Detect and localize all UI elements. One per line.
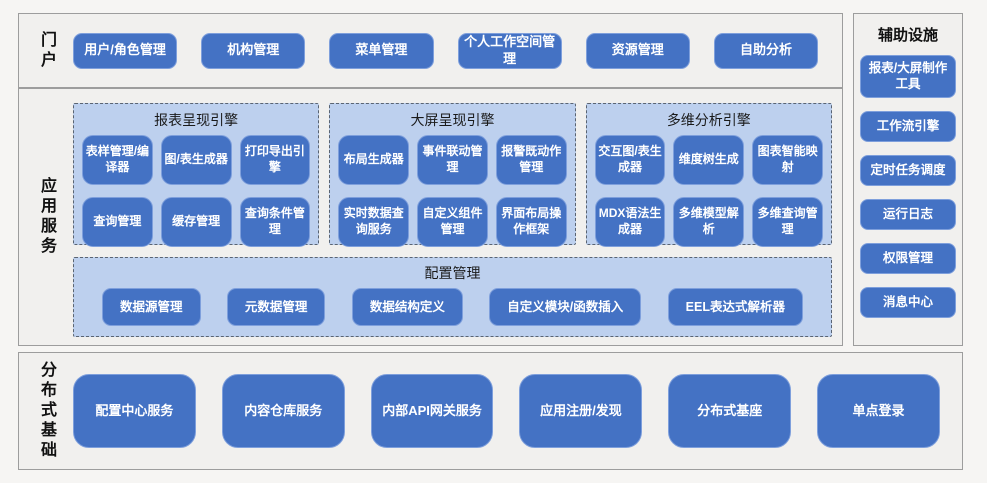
engine-group-dashboard: 大屏呈现引擎 布局生成器事件联动管理报警既动作管理实时数据查询服务自定义组件管理… bbox=[329, 103, 576, 247]
app-services-label: 应用服务 bbox=[38, 177, 55, 257]
portal-label: 门户 bbox=[38, 30, 55, 71]
config-group-title: 配置管理 bbox=[424, 265, 481, 281]
aux-node: 工作流引擎 bbox=[860, 110, 956, 142]
engine-node: 缓存管理 bbox=[160, 197, 232, 247]
engine-node: 多维模型解析 bbox=[673, 197, 745, 247]
engine-node: 图/表生成器 bbox=[160, 135, 232, 185]
engine-node: 图表智能映射 bbox=[752, 135, 823, 185]
aux-node: 报表/大屏制作工具 bbox=[860, 55, 956, 98]
engine-group-items: 表样管理/编译器图/表生成器打印导出引擎查询管理缓存管理查询条件管理 bbox=[82, 135, 311, 247]
portal-node: 个人工作空间管理 bbox=[457, 32, 562, 69]
aux-node: 消息中心 bbox=[860, 286, 956, 318]
config-group-items: 数据源管理元数据管理数据结构定义自定义模块/函数插入 EEL表达式解析器 bbox=[102, 288, 803, 326]
engine-group-items: 布局生成器事件联动管理报警既动作管理实时数据查询服务自定义组件管理界面布局操作框… bbox=[338, 135, 567, 247]
engine-group-title: 报表呈现引擎 bbox=[154, 112, 239, 128]
config-node: EEL表达式解析器 bbox=[667, 288, 803, 326]
config-node: 自定义模块/函数插入 bbox=[489, 288, 642, 326]
app-services-body: 报表呈现引擎 表样管理/编译器图/表生成器打印导出引擎查询管理缓存管理查询条件管… bbox=[73, 89, 842, 345]
config-management-group: 配置管理 数据源管理元数据管理数据结构定义自定义模块/函数插入 EEL表达式解析器 bbox=[73, 257, 832, 337]
engine-group-title: 大屏呈现引擎 bbox=[410, 112, 495, 128]
portal-items: 用户/角色管理机构管理菜单管理个人工作空间管理资源管理自助分析 bbox=[73, 32, 842, 69]
engine-node: 交互图/表生成器 bbox=[594, 135, 666, 185]
portal-node: 菜单管理 bbox=[329, 32, 434, 69]
engine-node: 查询管理 bbox=[82, 197, 153, 247]
foundation-label: 分布式基础 bbox=[38, 361, 55, 461]
foundation-items: 配置中心服务内容仓库服务内部API网关服务应用注册/发现分布式基座单点登录 bbox=[73, 374, 962, 448]
aux-facilities-section: 辅助设施 报表/大屏制作工具工作流引擎定时任务调度运行日志权限管理消息中心 bbox=[853, 13, 963, 346]
engine-node: 事件联动管理 bbox=[417, 135, 488, 185]
aux-node: 定时任务调度 bbox=[860, 154, 956, 186]
engine-node: 实时数据查询服务 bbox=[338, 197, 410, 247]
foundation-node: 单点登录 bbox=[817, 374, 940, 448]
portal-node: 资源管理 bbox=[585, 32, 690, 69]
engine-node: 自定义组件管理 bbox=[417, 197, 488, 247]
engine-group-olap: 多维分析引擎 交互图/表生成器维度树生成图表智能映射 MDX语法生成器多维模型解析… bbox=[585, 103, 832, 247]
aux-node: 权限管理 bbox=[860, 242, 956, 274]
foundation-node: 内部API网关服务 bbox=[370, 374, 494, 448]
engine-node: MDX语法生成器 bbox=[594, 197, 666, 247]
foundation-node: 分布式基座 bbox=[668, 374, 792, 448]
app-services-section: 应用服务 报表呈现引擎 表样管理/编译器图/表生成器打印导出引擎查询管理缓存管理… bbox=[18, 88, 843, 346]
config-node: 数据源管理 bbox=[102, 288, 201, 326]
engine-node: 多维查询管理 bbox=[752, 197, 823, 247]
aux-facilities-items: 报表/大屏制作工具工作流引擎定时任务调度运行日志权限管理消息中心 bbox=[860, 55, 956, 318]
config-node: 数据结构定义 bbox=[351, 288, 463, 326]
portal-node: 用户/角色管理 bbox=[73, 32, 178, 69]
portal-section: 门户 用户/角色管理机构管理菜单管理个人工作空间管理资源管理自助分析 bbox=[18, 13, 843, 88]
engine-node: 界面布局操作框架 bbox=[495, 197, 567, 247]
engine-node: 查询条件管理 bbox=[239, 197, 311, 247]
aux-facilities-title: 辅助设施 bbox=[877, 27, 938, 44]
foundation-node: 配置中心服务 bbox=[73, 374, 196, 448]
engine-node: 报警既动作管理 bbox=[495, 135, 567, 185]
foundation-node: 内容仓库服务 bbox=[221, 374, 345, 448]
engine-group-items: 交互图/表生成器维度树生成图表智能映射 MDX语法生成器多维模型解析多维查询管理 bbox=[594, 135, 823, 247]
engine-node: 打印导出引擎 bbox=[239, 135, 311, 185]
portal-node: 机构管理 bbox=[201, 32, 306, 69]
engine-group-title: 多维分析引擎 bbox=[666, 112, 751, 128]
engine-node: 表样管理/编译器 bbox=[82, 135, 153, 185]
portal-node: 自助分析 bbox=[713, 32, 819, 69]
engine-group-report: 报表呈现引擎 表样管理/编译器图/表生成器打印导出引擎查询管理缓存管理查询条件管… bbox=[73, 103, 320, 247]
aux-node: 运行日志 bbox=[860, 198, 956, 230]
engine-groups: 报表呈现引擎 表样管理/编译器图/表生成器打印导出引擎查询管理缓存管理查询条件管… bbox=[73, 103, 832, 247]
config-node: 元数据管理 bbox=[226, 288, 326, 326]
foundation-section: 分布式基础 配置中心服务内容仓库服务内部API网关服务应用注册/发现分布式基座单… bbox=[18, 352, 963, 470]
engine-node: 维度树生成 bbox=[673, 135, 745, 185]
foundation-node: 应用注册/发现 bbox=[519, 374, 643, 448]
engine-node: 布局生成器 bbox=[338, 135, 410, 185]
